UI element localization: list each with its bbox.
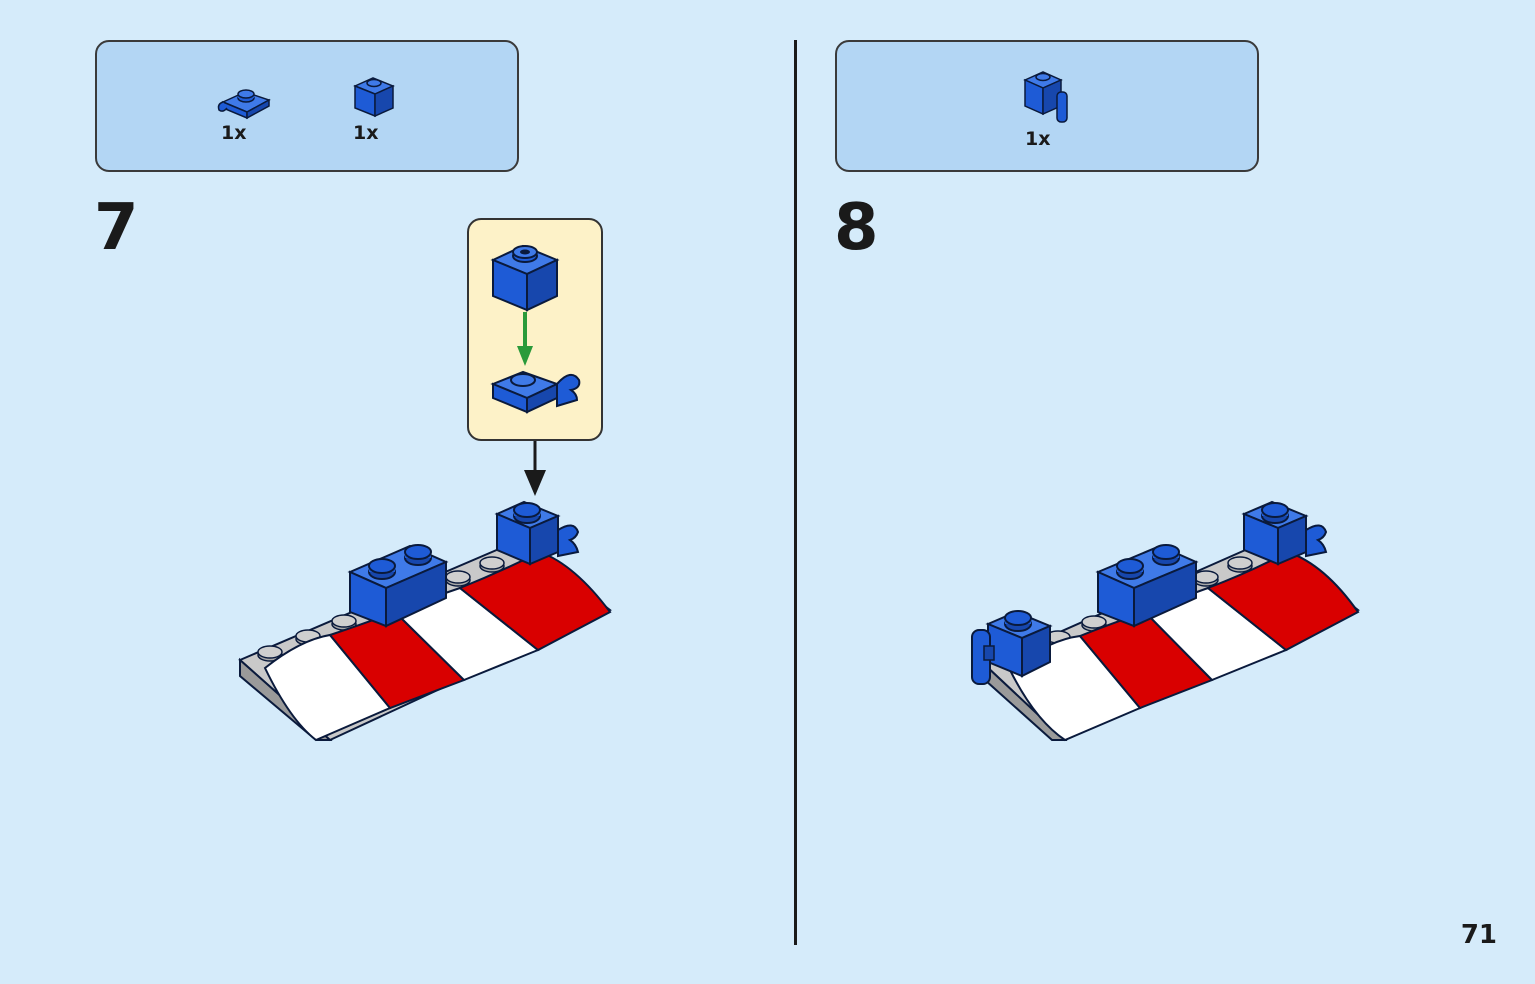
- green-arrow-icon: [517, 312, 533, 366]
- part-qty: 1x: [221, 122, 247, 144]
- brick-1x1-icon: [490, 244, 560, 312]
- black-arrow-icon: [524, 441, 546, 496]
- page-divider: [794, 40, 797, 945]
- step-number: 8: [834, 191, 879, 265]
- part-qty: 1x: [1025, 128, 1051, 150]
- step-8-model: [971, 500, 1360, 742]
- step-7-model: [238, 500, 612, 742]
- sub-assembly-callout: [467, 218, 603, 441]
- brick-1x1-icon: [353, 77, 395, 118]
- plate-1x1-clip-icon: [490, 370, 581, 414]
- step-number: 7: [94, 191, 139, 265]
- brick-1x1-bar-handle-icon: [1023, 71, 1068, 123]
- part-qty: 1x: [353, 122, 379, 144]
- page-number: 71: [1460, 920, 1497, 950]
- parts-list-step-8: 1x: [835, 40, 1259, 172]
- parts-list-step-7: 1x 1x: [95, 40, 519, 172]
- plate-1x1-clip-icon: [217, 89, 271, 120]
